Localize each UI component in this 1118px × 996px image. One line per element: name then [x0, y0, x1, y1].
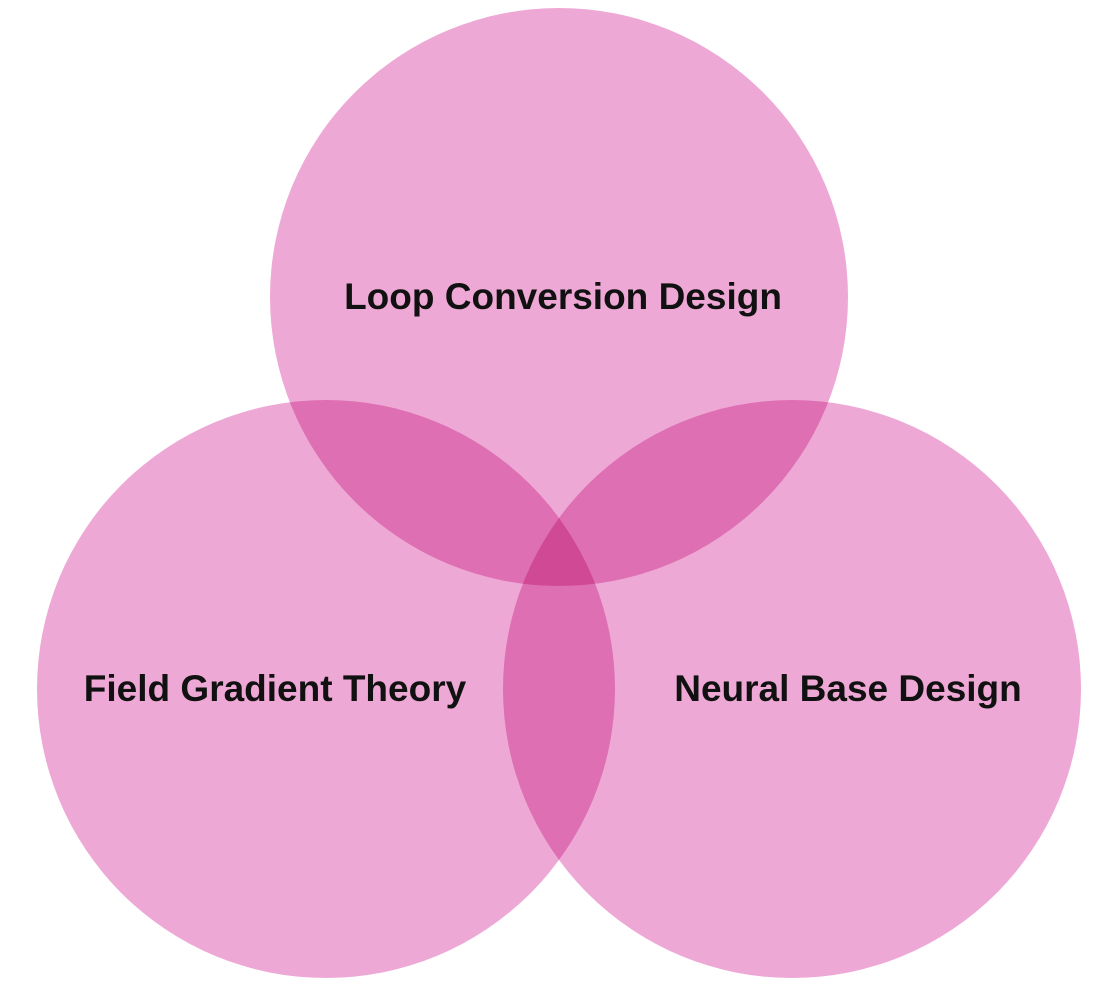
labels-layer: Loop Conversion Design Field Gradient Th… [84, 276, 1022, 709]
circle-field-gradient-theory [37, 400, 615, 978]
label-neural-base-design: Neural Base Design [674, 668, 1022, 709]
label-loop-conversion-design: Loop Conversion Design [344, 276, 782, 317]
circles-layer [37, 8, 1081, 978]
label-field-gradient-theory: Field Gradient Theory [84, 668, 467, 709]
circle-neural-base-design [503, 400, 1081, 978]
